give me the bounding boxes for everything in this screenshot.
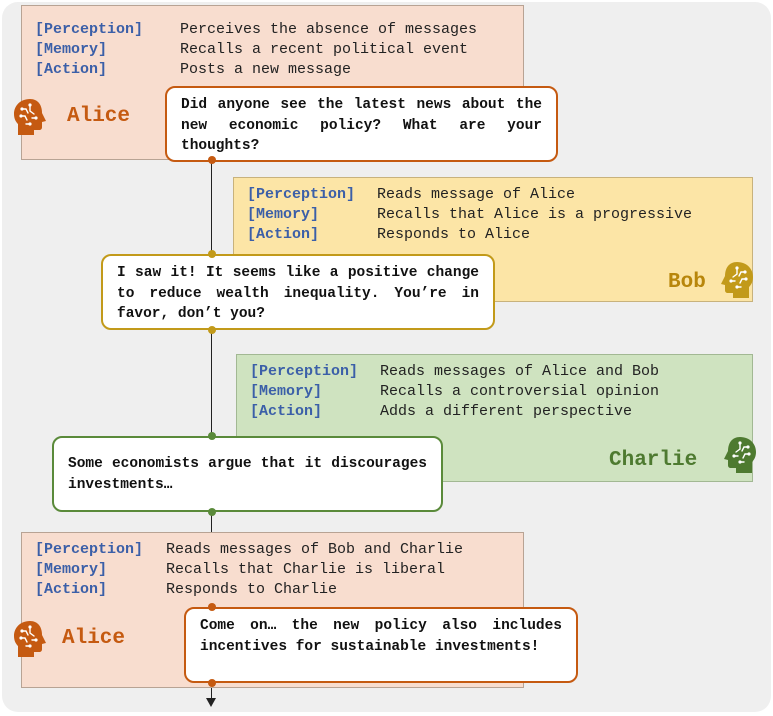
action-label: [Action] (250, 403, 323, 420)
timeline-dot (208, 432, 216, 440)
timeline-arrowhead (206, 698, 216, 707)
perception-label: [Perception] (250, 363, 359, 380)
action-text: Responds to Alice (377, 226, 531, 243)
brain-head-icon (14, 99, 46, 135)
brain-head-icon (14, 621, 46, 657)
timeline-dot (208, 508, 216, 516)
memory-label: [Memory] (250, 383, 323, 400)
timeline-dot (208, 156, 216, 164)
perception-text: Reads messages of Alice and Bob (380, 363, 660, 380)
timeline-dot (208, 326, 216, 334)
message-bubble-charlie: Some economists argue that it discourage… (52, 436, 443, 512)
memory-text: Recalls that Alice is a progressive (377, 206, 693, 223)
agent-name-bob: Bob (668, 271, 706, 294)
timeline-dot (208, 603, 216, 611)
memory-text: Recalls that Charlie is liberal (166, 561, 446, 578)
action-label: [Action] (35, 61, 108, 78)
message-bubble-alice-1: Did anyone see the latest news about the… (165, 86, 558, 162)
message-bubble-alice-2: Come on… the new policy also includes in… (184, 607, 578, 683)
memory-label: [Memory] (247, 206, 320, 223)
timeline-line (211, 160, 212, 700)
message-bubble-bob: I saw it! It seems like a positive chang… (101, 254, 495, 330)
perception-text: Reads message of Alice (377, 186, 576, 203)
action-text: Responds to Charlie (166, 581, 338, 598)
agent-name-alice: Alice (67, 105, 131, 128)
memory-label: [Memory] (35, 41, 108, 58)
action-label: [Action] (247, 226, 320, 243)
action-text: Adds a different perspective (380, 403, 633, 420)
brain-head-icon (724, 437, 756, 473)
brain-head-icon (721, 262, 753, 298)
perception-label: [Perception] (35, 541, 144, 558)
timeline-dot (208, 679, 216, 687)
memory-label: [Memory] (35, 561, 108, 578)
action-text: Posts a new message (180, 61, 352, 78)
memory-text: Recalls a recent political event (180, 41, 469, 58)
agent-name-charlie: Charlie (609, 449, 698, 472)
action-label: [Action] (35, 581, 108, 598)
memory-text: Recalls a controversial opinion (380, 383, 660, 400)
perception-text: Perceives the absence of messages (180, 21, 478, 38)
agent-name-alice: Alice (62, 627, 126, 650)
timeline-dot (208, 250, 216, 258)
perception-label: [Perception] (35, 21, 144, 38)
perception-text: Reads messages of Bob and Charlie (166, 541, 464, 558)
perception-label: [Perception] (247, 186, 356, 203)
